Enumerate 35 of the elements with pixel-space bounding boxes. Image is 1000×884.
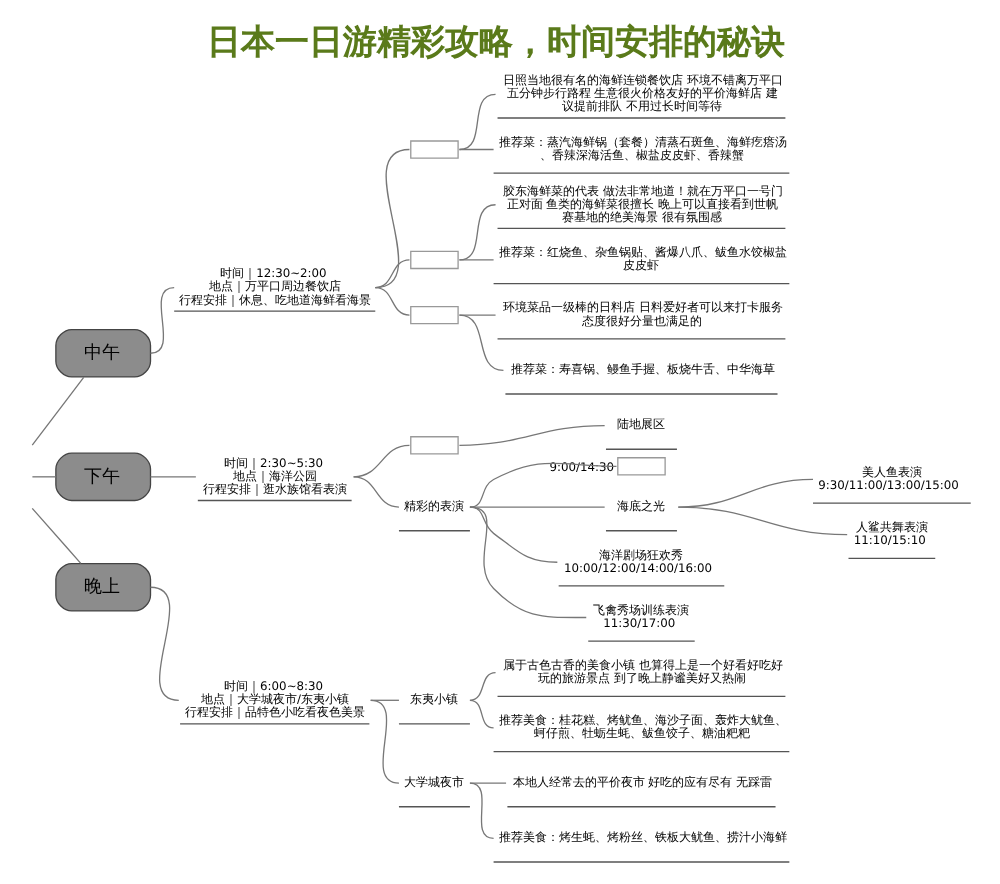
connector — [30, 476, 56, 478]
node-box — [409, 305, 458, 325]
connector — [373, 148, 410, 289]
connector — [676, 506, 847, 536]
connector — [457, 259, 494, 261]
connector — [468, 672, 496, 701]
node-box: 中午 — [54, 328, 151, 378]
connector — [457, 314, 504, 371]
connector — [457, 314, 496, 316]
connector — [148, 286, 174, 354]
connector — [468, 782, 494, 839]
connector — [148, 586, 179, 701]
connector — [351, 476, 399, 508]
connector — [30, 376, 84, 446]
connector — [468, 782, 506, 784]
connector — [373, 259, 410, 289]
connector — [457, 93, 496, 151]
node-box — [409, 250, 458, 270]
node-box: 下午 — [54, 452, 151, 502]
connector — [30, 507, 81, 565]
connector — [468, 462, 617, 508]
node-box: 晚上 — [54, 562, 151, 612]
connector — [468, 506, 586, 619]
connector — [457, 204, 496, 261]
diagram-title: 日本一日游精彩攻略，时间安排的秘诀 — [206, 23, 785, 64]
connector — [468, 506, 605, 508]
node-box — [616, 457, 665, 476]
node-box — [409, 436, 458, 455]
connector — [373, 286, 410, 316]
connector — [148, 476, 196, 478]
connector — [369, 699, 399, 784]
connector — [457, 148, 494, 151]
connector — [468, 699, 494, 729]
node-box — [409, 140, 458, 159]
connector — [457, 424, 605, 446]
